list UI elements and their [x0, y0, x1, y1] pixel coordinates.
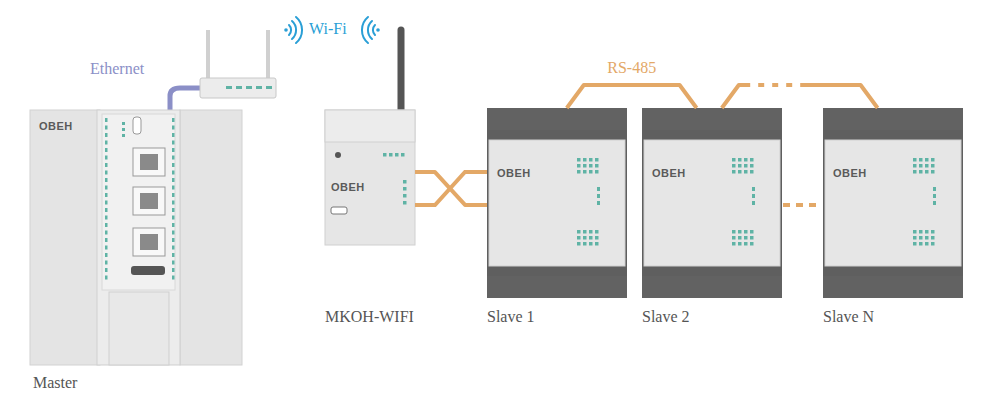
bus-label: RS-485: [605, 59, 658, 77]
device-box: Slave 2: [642, 108, 782, 298]
rs485-wire: [567, 85, 697, 108]
device-name: MKOH-WIFI: [325, 308, 414, 326]
brand-logo: ОВЕН: [331, 181, 365, 193]
router: [200, 30, 276, 98]
device-box: MKOH-WIFI: [325, 110, 415, 245]
brand-logo: ОВЕН: [497, 167, 531, 179]
brand-logo: ОВЕН: [833, 167, 867, 179]
rs485-wire: [722, 85, 878, 108]
interface-label: Wi-Fi: [309, 20, 347, 38]
bus-continuation: [783, 203, 822, 207]
rs485-wire: [415, 172, 487, 205]
brand-logo: ОВЕН: [652, 167, 686, 179]
device-name: Slave N: [823, 308, 874, 326]
master-plc: [30, 110, 242, 365]
interface-label: Ethernet: [90, 60, 144, 78]
device-name: Master: [33, 374, 77, 392]
slave-module: [823, 108, 963, 298]
twisted-pair-wire: [415, 172, 487, 205]
slave-module: [642, 108, 782, 298]
wifi-converter: [325, 30, 415, 245]
slave-module: [487, 108, 627, 298]
device-box: Master: [30, 110, 242, 365]
wifi-waves: [284, 17, 380, 43]
brand-logo: ОВЕН: [39, 120, 73, 132]
device-box: Slave N: [823, 108, 963, 298]
device-name: Slave 1: [487, 308, 535, 326]
device-name: Slave 2: [642, 308, 690, 326]
device-box: Slave 1: [487, 108, 627, 298]
